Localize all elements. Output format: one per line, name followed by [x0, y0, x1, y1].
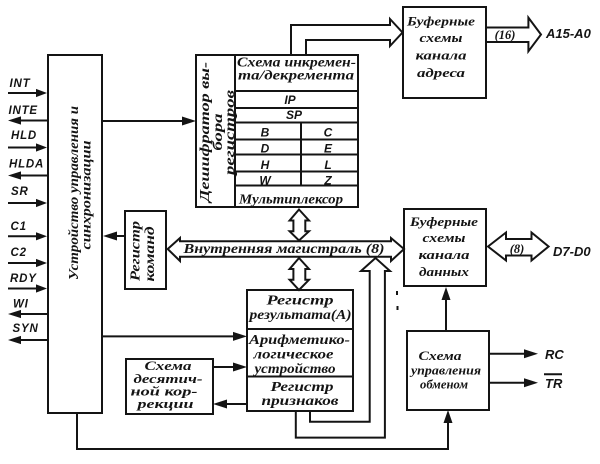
- svg-text:C: C: [324, 126, 333, 140]
- svg-text:TR: TR: [545, 376, 563, 391]
- svg-text:D7-D0: D7-D0: [553, 244, 591, 259]
- svg-text:A15-A0: A15-A0: [545, 26, 592, 41]
- svg-text:RDY: RDY: [10, 273, 37, 285]
- svg-text:Схема инкремен-: Схема инкремен-: [237, 56, 356, 71]
- svg-text:обменом: обменом: [420, 377, 468, 392]
- svg-text:B: B: [261, 126, 270, 140]
- svg-text:синхронизации: синхронизации: [79, 140, 94, 250]
- svg-text:десятич-: десятич-: [134, 372, 203, 386]
- svg-text:Схема: Схема: [419, 348, 463, 363]
- svg-text:SP: SP: [286, 108, 303, 122]
- svg-text:ной кор-: ной кор-: [131, 385, 198, 399]
- svg-text:IP: IP: [284, 93, 296, 107]
- svg-text:RC: RC: [545, 347, 564, 362]
- svg-text:C1: C1: [11, 221, 27, 233]
- svg-text:Z: Z: [323, 174, 332, 188]
- svg-text:INTE: INTE: [9, 105, 38, 117]
- svg-text:логическое: логическое: [252, 347, 333, 362]
- svg-text:регистров: регистров: [222, 90, 237, 176]
- svg-text:Мультиплексор: Мультиплексор: [238, 192, 343, 207]
- svg-text:WI: WI: [13, 299, 29, 311]
- svg-text:E: E: [324, 141, 333, 155]
- svg-text:управления: управления: [409, 363, 481, 378]
- svg-text:HLD: HLD: [11, 130, 37, 142]
- svg-text:та/декремента: та/декремента: [238, 69, 354, 84]
- svg-text:INT: INT: [10, 78, 31, 90]
- svg-text:Буферные: Буферные: [406, 14, 475, 29]
- svg-text:H: H: [261, 158, 270, 172]
- svg-text:(16): (16): [495, 28, 516, 42]
- svg-text:схемы: схемы: [423, 230, 466, 245]
- svg-text:рекции: рекции: [136, 397, 193, 411]
- svg-text:D: D: [261, 141, 270, 155]
- svg-text:Арифметико-: Арифметико-: [248, 332, 351, 347]
- svg-text:Дешифратор вы-: Дешифратор вы-: [197, 61, 212, 204]
- svg-text:адреса: адреса: [417, 65, 466, 80]
- svg-text:Схема: Схема: [145, 359, 192, 373]
- svg-text:устройство: устройство: [252, 361, 336, 376]
- svg-text:схемы: схемы: [420, 30, 463, 45]
- svg-text:L: L: [324, 158, 331, 172]
- svg-text:C2: C2: [11, 247, 27, 259]
- svg-text:HLDA: HLDA: [9, 159, 44, 171]
- svg-text:Устройство управления и: Устройство управления и: [66, 105, 81, 280]
- svg-text:Внутренняя магистраль (8): Внутренняя магистраль (8): [182, 242, 384, 257]
- svg-text:W: W: [259, 174, 272, 188]
- svg-text:бора: бора: [210, 113, 225, 150]
- svg-text:канала: канала: [416, 48, 468, 63]
- svg-text:SYN: SYN: [13, 323, 39, 335]
- svg-text:результата(А): результата(А): [248, 307, 351, 322]
- svg-text:данных: данных: [419, 264, 470, 279]
- svg-text:Регистр: Регистр: [128, 221, 143, 281]
- svg-text:Регистр: Регистр: [271, 379, 334, 394]
- svg-text:Регистр: Регистр: [267, 293, 334, 308]
- svg-text:команд: команд: [142, 226, 157, 281]
- svg-text:признаков: признаков: [262, 393, 339, 408]
- svg-text:канала: канала: [419, 247, 471, 262]
- svg-text:SR: SR: [11, 186, 29, 198]
- svg-text:(8): (8): [510, 242, 525, 256]
- svg-text:Буферные: Буферные: [409, 214, 478, 229]
